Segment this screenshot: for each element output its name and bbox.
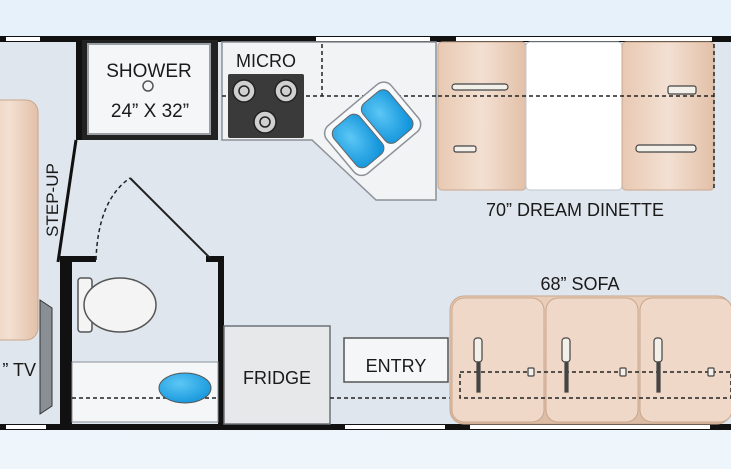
shower-wall <box>76 40 82 140</box>
cab-seat <box>0 99 39 341</box>
bathroom-wall-left <box>60 256 72 428</box>
sofa-seatbelt-icon <box>473 337 715 393</box>
step-up-line <box>56 139 78 263</box>
dinette-label: 70” DREAM DINETTE <box>486 200 664 220</box>
vanity-sink-icon <box>158 372 212 404</box>
shower-label: SHOWER <box>106 61 192 82</box>
step-up-label: STEP-UP <box>43 163 62 237</box>
window-top-right <box>456 37 712 41</box>
shower-size-label: 24” X 32” <box>111 101 189 122</box>
toilet-icon <box>77 277 157 333</box>
entry-label: ENTRY <box>366 356 427 376</box>
window-bottom-mid <box>345 425 445 429</box>
seatbelt-icon <box>451 83 697 153</box>
sink-icon <box>323 81 422 177</box>
sofa-dashed-outline <box>459 371 731 399</box>
shower-drain-icon <box>142 80 154 92</box>
entry-step <box>343 337 449 383</box>
burner-icon <box>232 79 298 134</box>
tv-icon <box>39 299 53 415</box>
fridge-label: FRIDGE <box>243 368 311 388</box>
dinette-seat-right <box>621 41 715 191</box>
window-top-left <box>6 37 40 41</box>
window-bottom-left <box>6 425 46 429</box>
shower-pan <box>87 43 211 135</box>
sofa-label: 68” SOFA <box>540 274 619 294</box>
bathroom-wall-top <box>60 256 96 262</box>
bathroom-wall-right <box>218 256 224 428</box>
bathroom-door <box>129 177 211 259</box>
sofa-cushions <box>451 297 731 423</box>
micro-label: MICRO <box>236 51 296 71</box>
fridge <box>223 325 331 425</box>
bathroom-door-swing <box>95 177 131 261</box>
bathroom-wall-top-right <box>206 256 224 262</box>
tv-label: ” TV <box>2 360 36 380</box>
window-bottom-right <box>470 425 710 429</box>
window-top-mid <box>316 37 430 41</box>
dinette-table <box>525 41 623 191</box>
dinette-seat-left <box>437 41 527 191</box>
